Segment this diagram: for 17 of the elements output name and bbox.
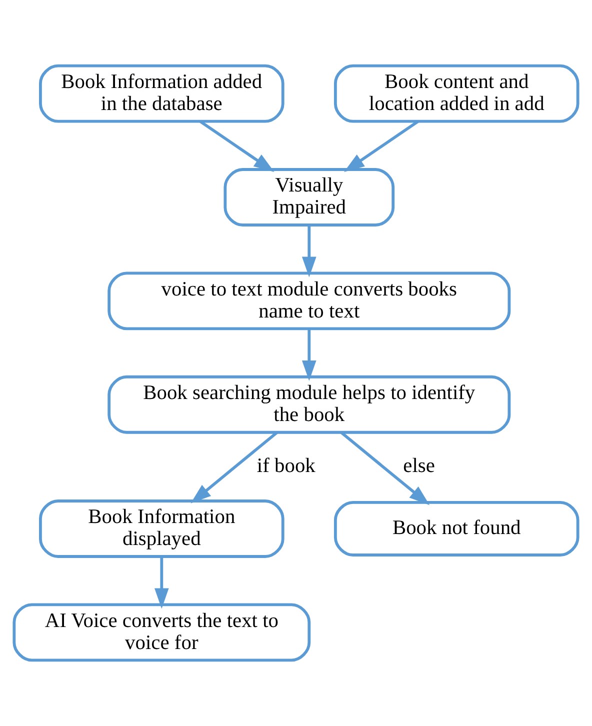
arrow bbox=[154, 556, 169, 609]
node-box: Book searching module helps to identify the book bbox=[108, 375, 511, 434]
arrow bbox=[302, 225, 316, 278]
node-box: Book content and location added in add bbox=[334, 64, 580, 123]
edge-label: if book bbox=[256, 455, 316, 478]
edge-label: else bbox=[403, 455, 435, 478]
arrow bbox=[302, 328, 316, 381]
node-box: Book Information added in the database bbox=[39, 64, 284, 123]
node-box: AI Voice converts the text to voice for bbox=[12, 603, 311, 662]
arrow bbox=[344, 120, 419, 172]
node-box: Book Information displayed bbox=[39, 500, 284, 558]
arrow bbox=[190, 431, 278, 504]
node-box: Visually Impaired bbox=[224, 168, 395, 226]
node-box: voice to text module converts books name to text bbox=[108, 272, 511, 330]
arrow bbox=[200, 120, 274, 172]
arrow bbox=[340, 431, 430, 506]
node-box: Book not found bbox=[334, 501, 580, 556]
